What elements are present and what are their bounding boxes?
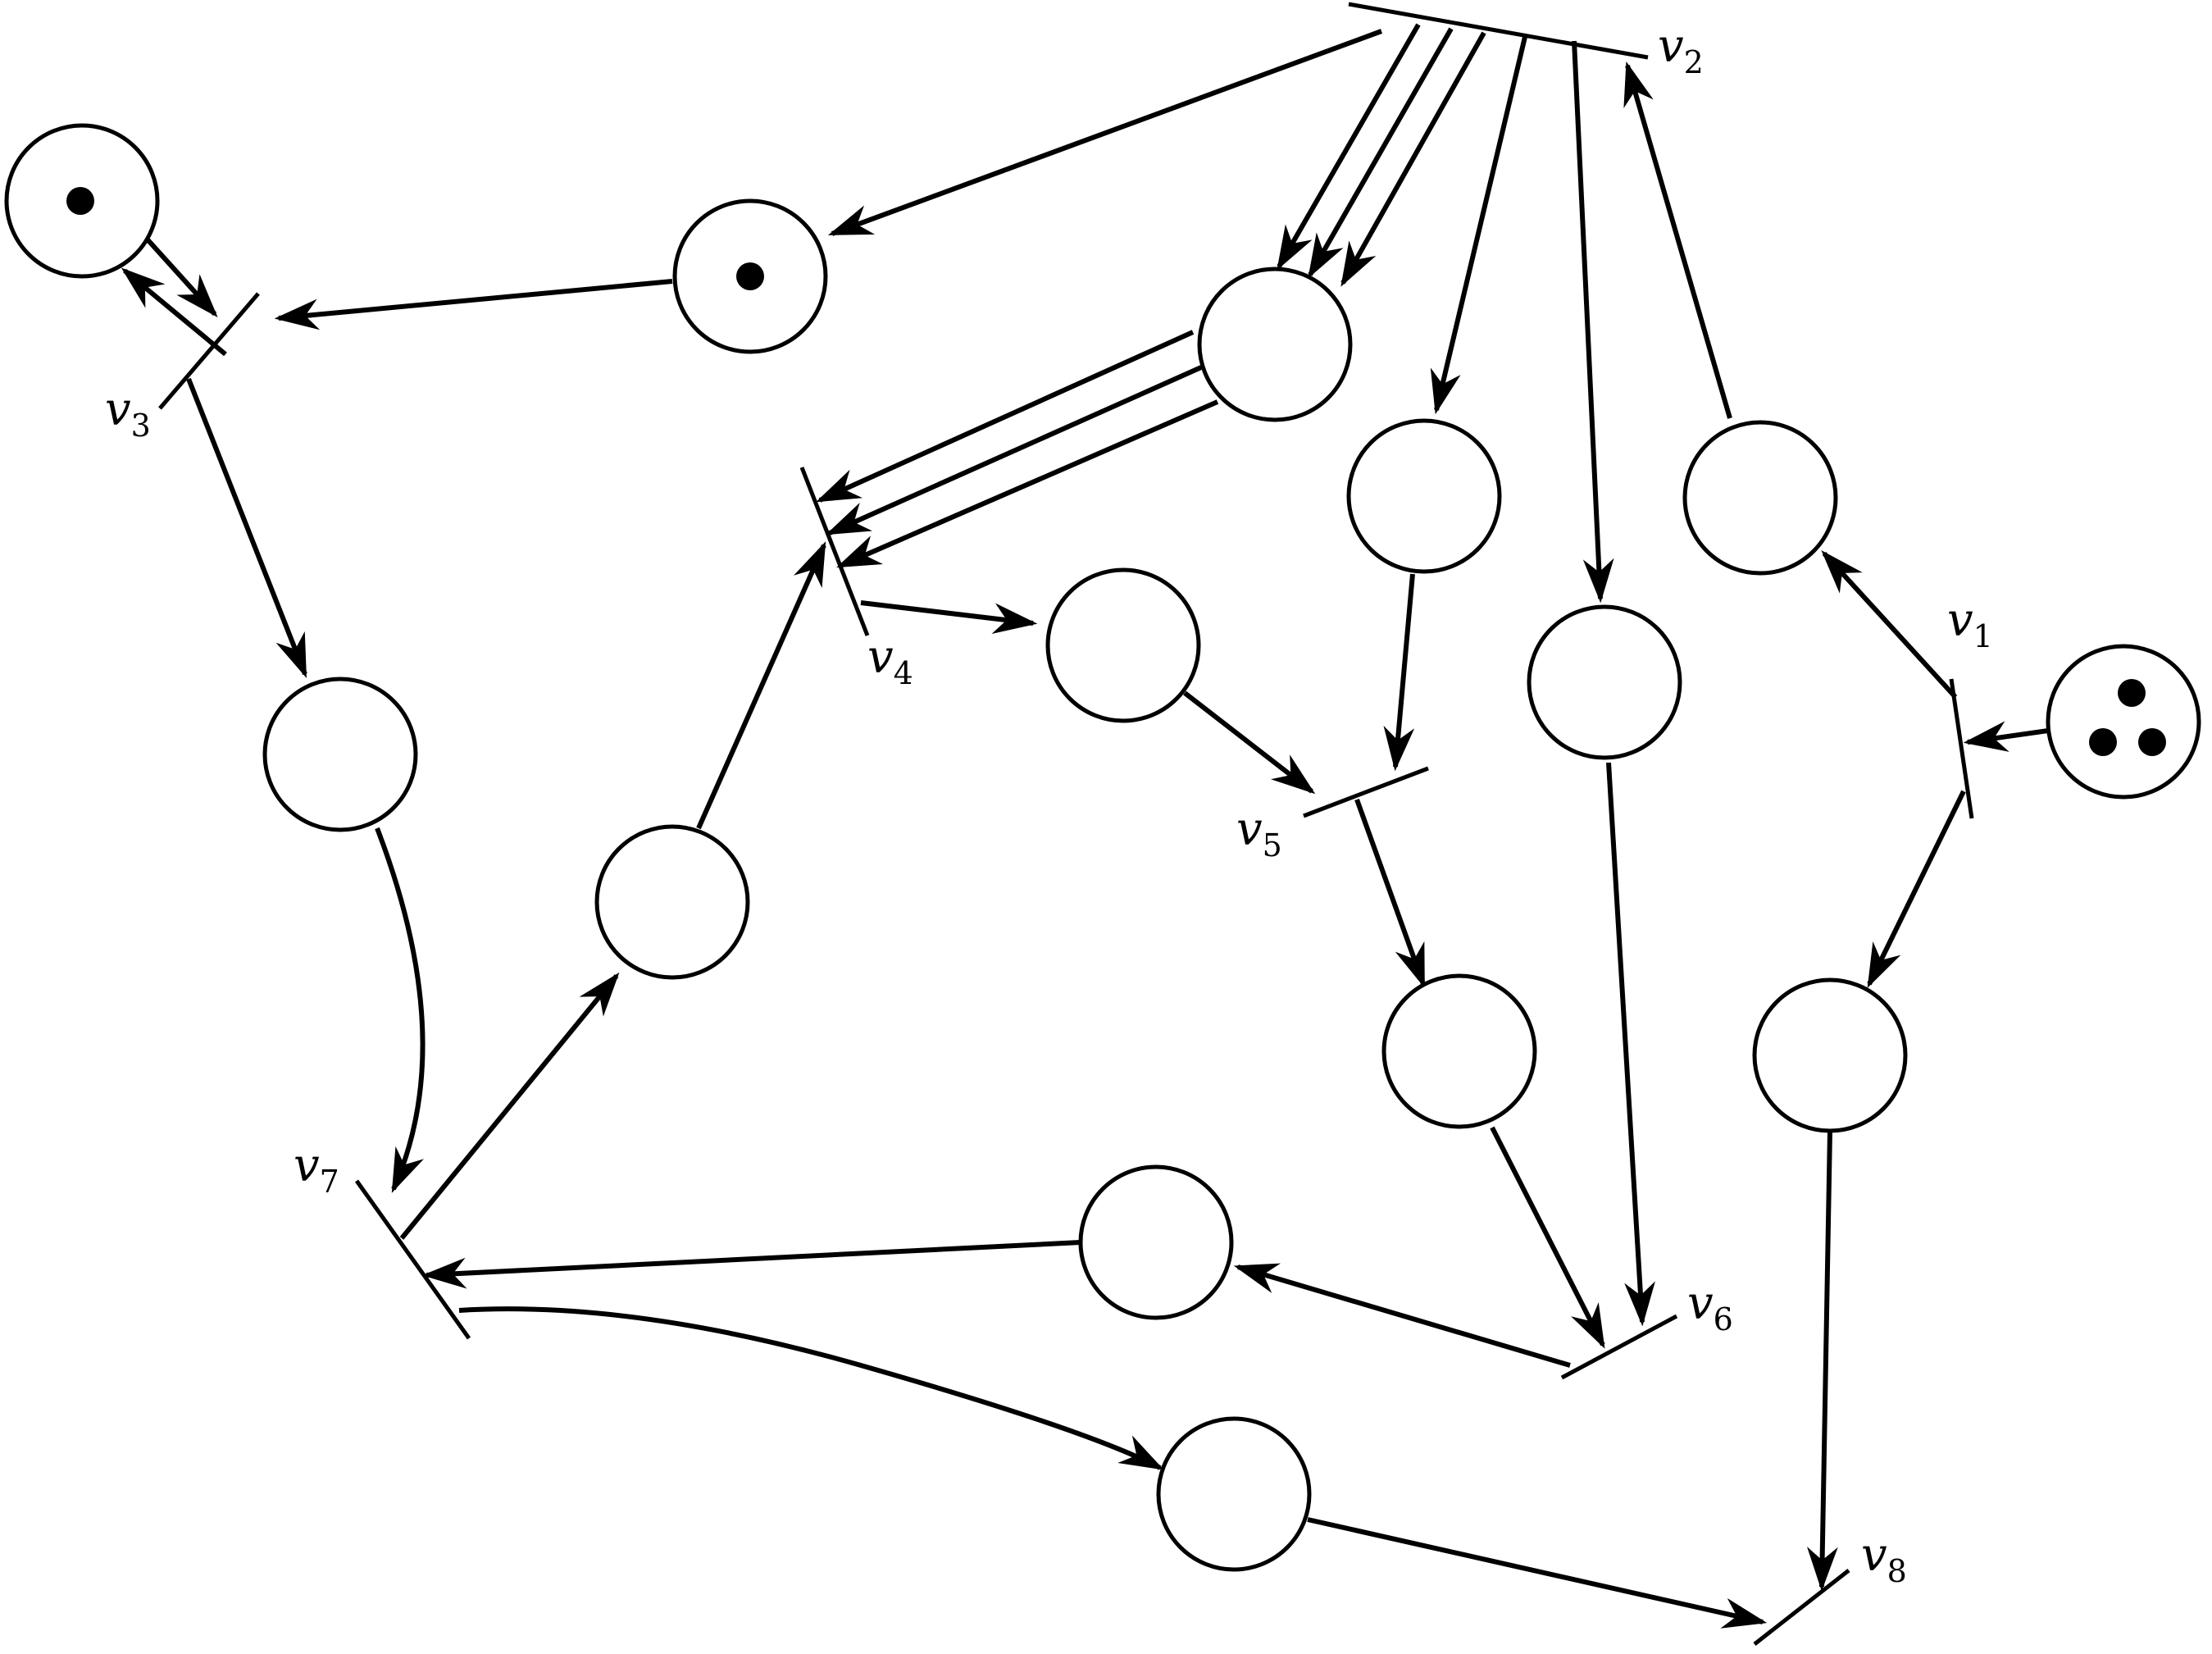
arc-p11-v6 — [1490, 1126, 1605, 1349]
place-p7 — [1346, 418, 1502, 574]
place-p8 — [1527, 604, 1682, 760]
transition-v7-bar — [354, 1179, 471, 1340]
place-p6 — [1045, 567, 1201, 723]
token-p10-b — [2089, 728, 2117, 756]
arcs — [121, 23, 2055, 1629]
transition-v2-bar — [1348, 2, 1649, 60]
transition-v8-bar — [1753, 1569, 1850, 1646]
arc-p6-v5 — [1183, 690, 1316, 795]
arc-v2-p7 — [1430, 36, 1527, 415]
place-p4 — [594, 824, 750, 980]
arc-v3-p3 — [186, 377, 307, 679]
place-p3 — [262, 677, 418, 832]
arc-v2-p5-b — [1308, 27, 1454, 279]
label-v1: v1 — [1947, 594, 1993, 654]
place-p13 — [1078, 1164, 1234, 1320]
transition-v6-bar — [1560, 1314, 1678, 1380]
arc-p8-v6 — [1606, 762, 1655, 1327]
arc-p5-v4-b — [826, 365, 1203, 535]
arc-v6-p13 — [1233, 1263, 1571, 1368]
label-v4: v4 — [867, 631, 913, 691]
transition-v3-bar — [158, 292, 260, 410]
token-p10-a — [2118, 679, 2146, 707]
tokens — [66, 187, 2166, 756]
arc-v2-p5-a — [1277, 23, 1421, 271]
arc-p10-v1 — [1963, 721, 2055, 752]
arc-v1-p9 — [1821, 550, 1958, 699]
transition-v1-bar — [1949, 678, 1974, 819]
arc-v5-p11 — [1354, 798, 1426, 989]
arc-p3-v7 — [375, 827, 426, 1193]
arc-p9-v2 — [1623, 61, 1732, 419]
place-p14 — [1156, 1416, 1312, 1572]
token-p2 — [736, 262, 764, 290]
arc-v3-p1 — [121, 267, 227, 357]
place-p11 — [1381, 973, 1537, 1129]
label-v2: v2 — [1658, 20, 1704, 80]
place-p10 — [2046, 644, 2201, 800]
place-p12 — [1752, 977, 1908, 1133]
arc-v4-p6 — [860, 600, 1038, 635]
label-v7: v7 — [294, 1139, 339, 1200]
label-v3: v3 — [105, 383, 151, 444]
arc-p4-v4 — [696, 541, 826, 830]
arc-p5-v4-c — [836, 399, 1219, 568]
arc-p2-v3 — [274, 279, 673, 330]
arc-p13-v7 — [421, 1240, 1081, 1289]
labels: v2 v3 v4 v5 v1 v6 v7 v8 — [105, 20, 1993, 1589]
arc-v7-p14 — [458, 1306, 1164, 1470]
token-p10-c — [2138, 728, 2166, 756]
place-p5 — [1197, 267, 1353, 422]
arc-p14-v8 — [1307, 1517, 1768, 1629]
label-v6: v6 — [1687, 1277, 1733, 1337]
arc-v7-p4 — [399, 972, 620, 1240]
arc-p1-v3 — [143, 235, 218, 318]
arc-p5-v4-a — [816, 330, 1195, 503]
arc-v1-p12 — [1867, 790, 1966, 988]
label-v8: v8 — [1861, 1529, 1907, 1589]
arc-v2-p8 — [1572, 40, 1614, 604]
place-p9 — [1682, 420, 1838, 576]
label-v5: v5 — [1236, 803, 1282, 863]
transition-v4-bar — [799, 467, 870, 636]
token-p1 — [66, 187, 94, 215]
arc-v2-p2 — [827, 29, 1383, 236]
arc-v2-p5-c — [1340, 31, 1486, 287]
transitions — [158, 2, 1974, 1646]
places — [4, 123, 2201, 1572]
arc-p7-v5 — [1383, 573, 1415, 772]
arc-p12-v8 — [1806, 1131, 1838, 1592]
transition-v5-bar — [1303, 766, 1429, 818]
